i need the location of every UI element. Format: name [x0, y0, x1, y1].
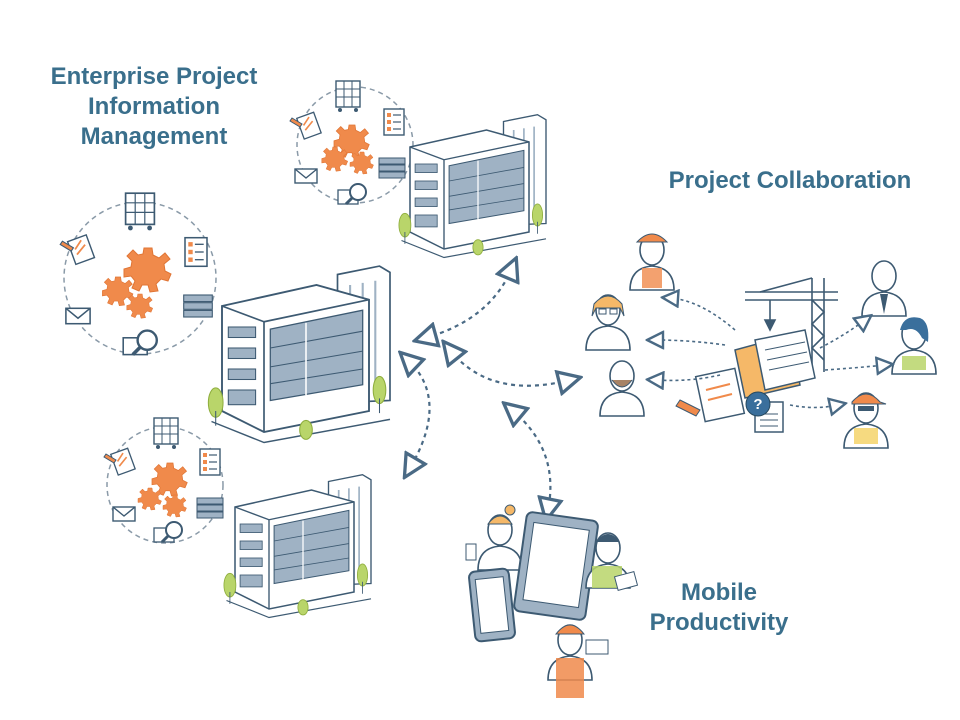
gear-icon: [162, 494, 187, 518]
enterprise-label-line-1: Enterprise Project: [50, 63, 258, 90]
arrow-mobile: [512, 410, 550, 510]
woman-hair-person: [891, 317, 937, 375]
arrow-bottom-cluster: [408, 360, 431, 468]
worker-hardhat-person: [629, 233, 675, 291]
mobile-label-line-1: Mobile: [681, 579, 757, 606]
connector-arrows: [408, 268, 570, 510]
magnifier-icon: [336, 182, 368, 206]
crane-icon: [745, 277, 838, 372]
collaboration-arrows: [655, 298, 885, 408]
checklist-icon: [184, 236, 208, 268]
gear-icon: [102, 276, 134, 306]
collaboration-cluster: ?: [585, 233, 937, 449]
magnifier-icon: [152, 520, 184, 544]
tablet-icon: [513, 511, 599, 621]
building-icon: [207, 265, 392, 444]
enterprise-cluster-top: [289, 80, 547, 259]
question-icon: ?: [745, 391, 784, 433]
server-icon: [378, 157, 406, 179]
enterprise-label-line-3: Management: [80, 123, 228, 150]
document-icon: [675, 367, 746, 423]
svg-text:?: ?: [753, 396, 762, 413]
server-rack-icon: [153, 417, 179, 450]
building-icon: [398, 113, 547, 259]
businessman-person: [861, 260, 907, 317]
mobile-label-line-2: Productivity: [649, 609, 789, 636]
server-rack-icon: [335, 80, 361, 113]
envelope-icon: [112, 506, 136, 522]
checklist-icon: [199, 448, 221, 476]
arrow-top-cluster: [425, 268, 512, 338]
arrow-collaboration: [450, 350, 570, 386]
server-icon: [183, 294, 213, 318]
pencil-icon: [59, 233, 96, 266]
enterprise-cluster-main: [59, 192, 392, 444]
gear-icon: [126, 293, 153, 319]
gear-icon: [321, 146, 348, 172]
man-tablet-person: [585, 532, 639, 591]
gear-icon: [137, 487, 162, 511]
server-icon: [196, 497, 224, 519]
woman-glasses-person: [585, 294, 631, 351]
mobile-cluster: [465, 504, 639, 698]
enterprise-cluster-bottom: [103, 417, 372, 619]
folder-icon: [734, 329, 816, 399]
envelope-icon: [65, 307, 91, 325]
project-collaboration-label: Project Collaboration: [668, 167, 912, 194]
woman-phone-person: [465, 504, 523, 571]
enterprise-project-information-management-label: Enterprise Project Information Managemen…: [30, 62, 278, 152]
magnifier-icon: [121, 328, 159, 357]
gear-icon: [151, 462, 188, 497]
phone-icon: [468, 567, 516, 643]
envelope-icon: [294, 168, 318, 184]
building-icon: [223, 473, 372, 619]
server-rack-icon: [124, 192, 156, 232]
checklist-icon: [383, 108, 405, 136]
pencil-icon: [103, 447, 136, 476]
mobile-productivity-label: Mobile Productivity: [628, 578, 810, 638]
worker-cap-person: [843, 392, 889, 449]
enterprise-label-line-2: Information: [88, 93, 220, 120]
bearded-man-person: [599, 360, 645, 417]
pencil-icon: [289, 111, 322, 140]
gear-icon: [349, 151, 374, 175]
worker-camera-person: [547, 624, 609, 698]
